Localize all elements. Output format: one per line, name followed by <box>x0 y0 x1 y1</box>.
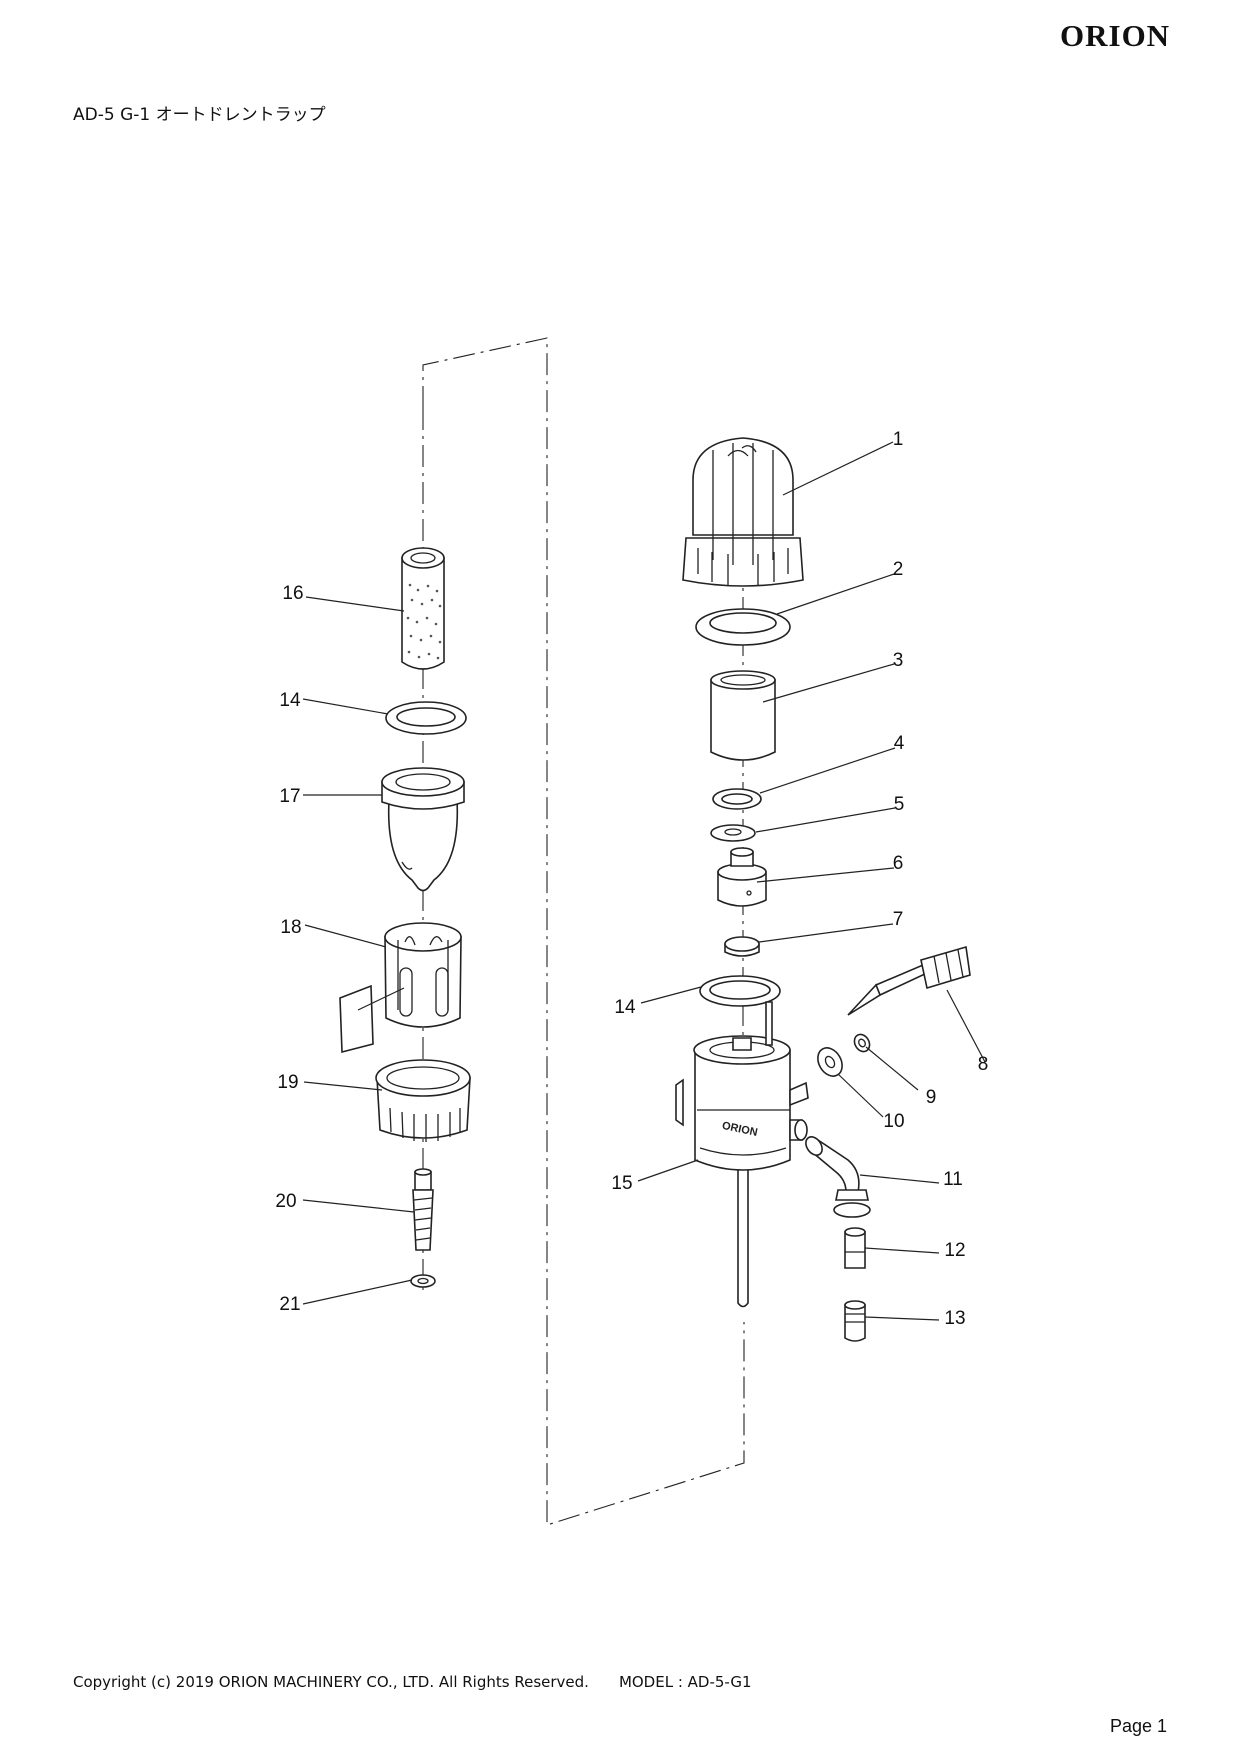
part-8-needle <box>847 945 971 1016</box>
part-21-gasket <box>410 1274 436 1288</box>
callout-10: 10 <box>883 1111 905 1132</box>
part-18-guard <box>384 922 462 1028</box>
part-3-sleeve <box>710 670 776 761</box>
callout-4: 4 <box>893 733 905 754</box>
callout-15: 15 <box>611 1173 633 1194</box>
callout-14-left: 14 <box>279 690 301 711</box>
part-20-drain-cock <box>412 1168 434 1251</box>
callout-18: 18 <box>280 917 302 938</box>
callout-20: 20 <box>275 1191 297 1212</box>
document-title: AD-5 G-1 オートドレントラップ <box>73 105 326 125</box>
callout-2: 2 <box>892 559 904 580</box>
part-13-hose-end <box>844 1300 866 1342</box>
callout-12: 12 <box>944 1240 966 1261</box>
callout-14-right: 14 <box>614 997 636 1018</box>
part-6-valve <box>717 847 767 907</box>
callout-11: 11 <box>943 1169 963 1190</box>
part-9-washer <box>853 1033 871 1053</box>
part-7-disc <box>724 936 760 957</box>
part-16-filter-element <box>401 547 445 670</box>
part-17-bowl <box>381 767 465 892</box>
callout-6: 6 <box>892 853 904 874</box>
part-5-washer <box>710 824 756 842</box>
callout-3: 3 <box>892 650 904 671</box>
part-11-elbow <box>805 1136 871 1218</box>
part-14-oring-right <box>699 975 781 1007</box>
part-14-oring-left <box>385 701 467 735</box>
part-4-oring <box>712 788 762 810</box>
footer: Copyright (c) 2019 ORION MACHINERY CO., … <box>73 1673 752 1691</box>
callout-5: 5 <box>893 794 905 815</box>
callout-17: 17 <box>279 786 301 807</box>
callout-1: 1 <box>892 429 904 450</box>
copyright-text: Copyright (c) 2019 ORION MACHINERY CO., … <box>73 1673 589 1691</box>
part-10-nut <box>817 1047 843 1077</box>
callout-16: 16 <box>282 583 304 604</box>
callout-8: 8 <box>977 1054 989 1075</box>
part-1-cap <box>682 437 804 587</box>
part-12-coupling <box>844 1227 866 1269</box>
page-number: Page 1 <box>1110 1716 1168 1736</box>
orion-logo: ORION <box>1060 18 1171 53</box>
callout-19: 19 <box>277 1072 299 1093</box>
part-18-label-sheet <box>339 984 374 1054</box>
part-15-body: ORION <box>675 1001 809 1308</box>
leader-lines <box>302 441 986 1321</box>
callout-21: 21 <box>279 1294 301 1315</box>
part-19-ring-nut <box>375 1059 471 1142</box>
callout-7: 7 <box>892 909 904 930</box>
callout-13: 13 <box>944 1308 966 1329</box>
model-text: MODEL : AD-5-G1 <box>618 1673 752 1691</box>
part-2-ring <box>695 608 791 646</box>
callout-9: 9 <box>925 1087 937 1108</box>
